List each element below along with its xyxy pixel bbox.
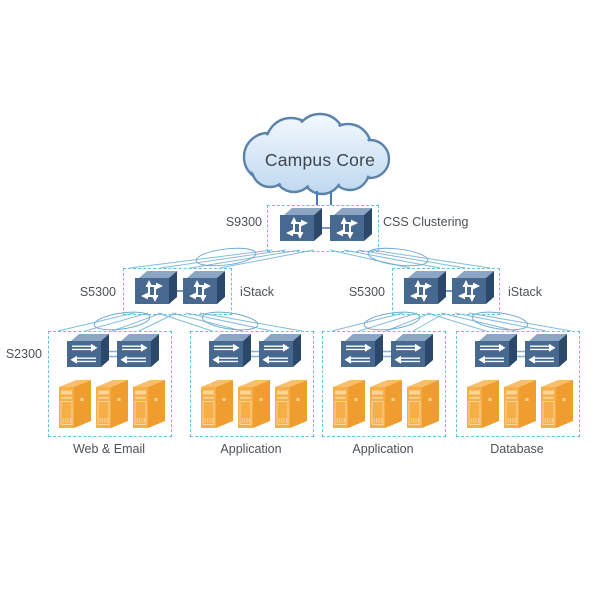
access-device-label: S2300 [5,347,42,361]
aggregation-istack-box-right [392,268,500,315]
server-group-label: Database [490,442,544,456]
server-tower-icon [465,378,501,430]
layer2-switch-icon [340,333,384,369]
layer2-switch-icon [524,333,568,369]
layer3-switch-icon [403,270,447,306]
aggregation-device-label-left: S5300 [79,285,116,299]
server-tower-icon [57,378,93,430]
server-group-box-web-email [48,331,172,437]
server-group-box-application-2 [322,331,446,437]
layer3-switch-icon [329,207,373,243]
server-tower-icon [539,378,575,430]
css-clustering-label: CSS Clustering [383,215,469,229]
layer2-switch-icon [258,333,302,369]
aggregation-device-label-right: S5300 [348,285,385,299]
link-aggregation-ellipse [367,247,429,267]
server-tower-icon [368,378,404,430]
server-tower-icon [331,378,367,430]
cloud-uplinks [316,191,332,205]
server-tower-icon [273,378,309,430]
server-tower-icon [131,378,167,430]
core-device-label: S9300 [225,215,262,229]
layer2-switch-icon [390,333,434,369]
server-group-box-application-1 [190,331,314,437]
campus-core-cloud [242,112,391,196]
server-group-label: Web & Email [72,442,145,456]
link-aggregation-ellipse [471,311,529,331]
server-group-label: Application [220,442,282,456]
aggregation-downlink-bundles [57,311,572,332]
layer2-switch-icon [208,333,252,369]
server-tower-icon [236,378,272,430]
layer2-switch-icon [474,333,518,369]
server-tower-icon [405,378,441,430]
cloud-label: Campus Core [264,150,376,170]
server-tower-icon [94,378,130,430]
layer3-switch-icon [279,207,323,243]
core-css-cluster-box [267,205,379,252]
link-aggregation-ellipse [93,311,151,331]
link-aggregation-ellipse [195,247,257,267]
server-group-box-database [456,331,580,437]
layer3-switch-icon [451,270,495,306]
layer2-switch-icon [116,333,160,369]
link-aggregation-ellipse [363,311,421,331]
server-tower-icon [199,378,235,430]
core-downlink-bundles [129,247,491,269]
istack-label-left: iStack [240,285,275,299]
server-group-label: Application [352,442,414,456]
layer3-switch-icon [134,270,178,306]
istack-label-right: iStack [508,285,543,299]
server-tower-icon [502,378,538,430]
layer3-switch-icon [182,270,226,306]
layer2-switch-icon [66,333,110,369]
aggregation-istack-box-left [123,268,232,315]
